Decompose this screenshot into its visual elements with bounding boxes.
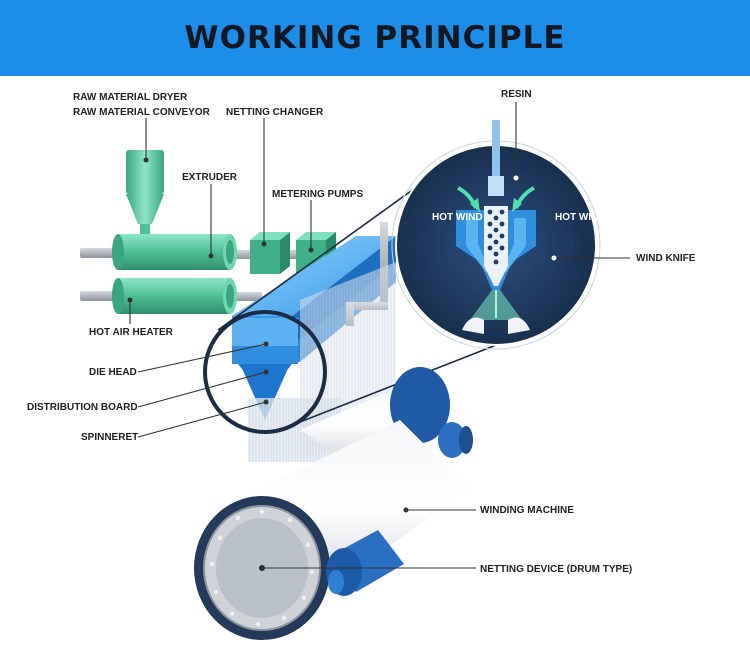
extruder — [112, 234, 237, 270]
label-metering-pumps: METERING PUMPS — [272, 189, 363, 200]
label-hot-wind-left: HOT WIND — [432, 212, 483, 223]
label-spinneret: SPINNERET — [81, 432, 138, 443]
label-extruder: EXTRUDER — [182, 172, 238, 183]
label-netting-device: NETTING DEVICE (DRUM TYPE) — [480, 564, 632, 575]
label-raw-material-dryer: RAW MATERIAL DRYER — [73, 92, 188, 103]
page-title: WORKING PRINCIPLE — [184, 20, 566, 56]
label-distribution-board: DISTRIBUTION BOARD — [27, 402, 138, 413]
feed-pipes — [80, 248, 300, 301]
label-die-head: DIE HEAD — [89, 367, 137, 378]
label-wind-knife: WIND KNIFE — [636, 253, 696, 264]
label-raw-material-conveyor: RAW MATERIAL CONVEYOR — [73, 107, 211, 118]
netting-changer — [250, 232, 290, 274]
label-hot-air-heater: HOT AIR HEATER — [89, 327, 174, 338]
magnifier-ring — [203, 310, 327, 434]
label-resin: RESIN — [501, 89, 532, 100]
label-netting-changer: NETTING CHANGER — [226, 107, 324, 118]
die-head-assembly — [232, 318, 298, 420]
hot-air-heater — [112, 278, 237, 314]
leader-dots — [127, 157, 557, 513]
label-hot-wind-right: HOT WIND — [555, 212, 606, 223]
label-winding-machine: WINDING MACHINE — [480, 505, 574, 516]
leader-lines — [129, 102, 630, 569]
spinneret-detail-circle — [391, 120, 601, 350]
title-banner: WORKING PRINCIPLE — [0, 0, 750, 76]
raw-material-dryer — [126, 150, 164, 238]
